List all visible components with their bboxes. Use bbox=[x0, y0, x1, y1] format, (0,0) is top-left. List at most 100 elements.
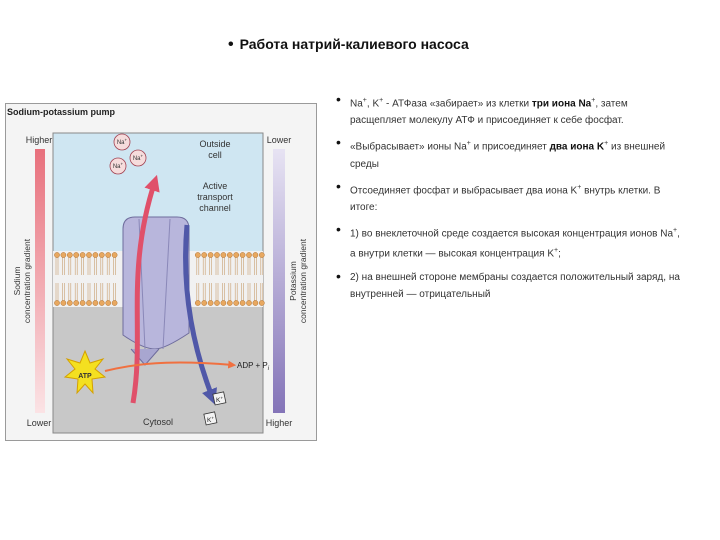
svg-text:Na+: Na+ bbox=[133, 154, 144, 163]
svg-text:Na+: Na+ bbox=[117, 138, 128, 147]
potassium-ion-symbol: K bbox=[207, 417, 212, 424]
lipid-tail bbox=[196, 283, 200, 301]
potassium-gradient-bottom-label: Higher bbox=[266, 418, 293, 428]
lipid-tail bbox=[87, 257, 91, 275]
atp-burst-icon bbox=[63, 349, 107, 395]
lipid-tail bbox=[100, 257, 104, 275]
lipid-head bbox=[220, 252, 227, 258]
potassium-ion: K+ bbox=[203, 411, 218, 426]
lipid-tail bbox=[74, 283, 78, 301]
lipid-head bbox=[239, 252, 246, 258]
lipid-head bbox=[105, 252, 111, 258]
potassium-ion-charge: + bbox=[220, 396, 223, 401]
bullet-item: Отсоединяет фосфат и выбрасывает два ион… bbox=[336, 178, 686, 216]
lipid-head bbox=[60, 300, 67, 306]
lipid-tail bbox=[55, 257, 59, 275]
lipid-head bbox=[79, 300, 86, 306]
lipid-tail bbox=[209, 257, 212, 275]
lipid-tail bbox=[113, 257, 116, 275]
lipid-tail bbox=[234, 257, 238, 275]
sodium-export-arrow bbox=[130, 174, 160, 404]
lipid-tail bbox=[202, 283, 206, 301]
lipid-tail bbox=[202, 257, 206, 275]
lipid-bilayer bbox=[54, 252, 265, 306]
lipid-tail bbox=[247, 257, 251, 275]
svg-text:ADP + Pi: ADP + Pi bbox=[237, 361, 270, 372]
lipid-head bbox=[252, 300, 259, 306]
bullet-item: 1) во внеклеточной среде создается высок… bbox=[336, 221, 686, 263]
lipid-head bbox=[194, 252, 201, 258]
lipid-head bbox=[92, 300, 99, 306]
lipid-head bbox=[79, 252, 86, 258]
figure-caption: Sodium-potassium pump bbox=[7, 107, 116, 117]
adp-label: ADP + P bbox=[237, 361, 268, 370]
sodium-ion-charge: + bbox=[121, 162, 124, 167]
sodium-gradient-label-line2: concentration gradient bbox=[22, 238, 32, 323]
lipid-head bbox=[246, 252, 252, 258]
lipid-head bbox=[258, 300, 265, 306]
lipid-tail bbox=[260, 257, 264, 275]
lipid-head bbox=[246, 300, 252, 306]
potassium-ion: K+ bbox=[212, 391, 227, 406]
lipid-tail bbox=[241, 257, 244, 275]
channel-label-line3: channel bbox=[199, 203, 231, 213]
lipid-head bbox=[105, 300, 111, 306]
lipid-tail bbox=[94, 283, 97, 301]
lipid-tail bbox=[87, 283, 91, 301]
svg-text:Na+: Na+ bbox=[113, 162, 124, 171]
sodium-gradient-top-label: Higher bbox=[26, 135, 53, 145]
lipid-tail bbox=[247, 283, 251, 301]
potassium-gradient-label-line2: concentration gradient bbox=[298, 238, 308, 323]
potassium-ion-charge: + bbox=[211, 416, 214, 421]
lipid-head bbox=[233, 300, 239, 306]
lipid-head bbox=[258, 252, 265, 258]
lipid-head bbox=[207, 252, 214, 258]
lipid-head bbox=[111, 252, 118, 258]
potassium-ion-symbol: K bbox=[216, 397, 221, 404]
lipid-head bbox=[220, 300, 227, 306]
outside-cell-label-line1: Outside bbox=[199, 139, 230, 149]
lipid-head bbox=[207, 300, 214, 306]
lipid-tail bbox=[228, 283, 232, 301]
bullet-item: 2) на внешней стороне мембраны создается… bbox=[336, 268, 686, 303]
sodium-ion: Na+ bbox=[129, 149, 147, 167]
sodium-gradient-label-line1: Sodium bbox=[12, 267, 22, 296]
sodium-ion-symbol: Na bbox=[133, 156, 141, 162]
lipid-head bbox=[233, 252, 239, 258]
lipid-head bbox=[201, 300, 207, 306]
lipid-head bbox=[214, 252, 220, 258]
pump-protein bbox=[122, 216, 190, 350]
sodium-ion: Na+ bbox=[113, 133, 131, 151]
lipid-tail bbox=[234, 283, 238, 301]
channel-label-line1: Active bbox=[203, 181, 228, 191]
lipid-tail bbox=[215, 283, 219, 301]
lipid-tail bbox=[62, 283, 65, 301]
lipid-head bbox=[239, 300, 246, 306]
sodium-ion-charge: + bbox=[141, 154, 144, 159]
lipid-head bbox=[226, 252, 233, 258]
lipid-tail bbox=[55, 283, 59, 301]
lipid-head bbox=[194, 300, 201, 306]
lipid-tail bbox=[62, 257, 65, 275]
bullet-list: Na+, K+ - АТФаза «забирает» из клетки тр… bbox=[336, 91, 686, 309]
lipid-tail bbox=[81, 283, 84, 301]
lipid-tail bbox=[254, 257, 257, 275]
lipid-tail bbox=[100, 283, 104, 301]
lipid-tail bbox=[196, 257, 200, 275]
lipid-tail bbox=[260, 283, 264, 301]
lipid-tail bbox=[94, 257, 97, 275]
lipid-head bbox=[226, 300, 233, 306]
bullet-item: Na+, K+ - АТФаза «забирает» из клетки тр… bbox=[336, 91, 686, 129]
sodium-ion-symbol: Na bbox=[117, 140, 125, 146]
lipid-head bbox=[54, 300, 60, 306]
slide-title: •Работа натрий-калиевого насоса bbox=[228, 36, 469, 54]
lipid-head bbox=[73, 252, 79, 258]
lipid-head bbox=[73, 300, 79, 306]
lipid-tail bbox=[106, 283, 110, 301]
lipid-tail bbox=[254, 283, 257, 301]
potassium-gradient-label-line1: Potassium bbox=[288, 261, 298, 301]
lipid-head bbox=[99, 252, 105, 258]
potassium-gradient-top-label: Lower bbox=[267, 135, 292, 145]
lipid-head bbox=[67, 300, 73, 306]
lipid-head bbox=[214, 300, 220, 306]
